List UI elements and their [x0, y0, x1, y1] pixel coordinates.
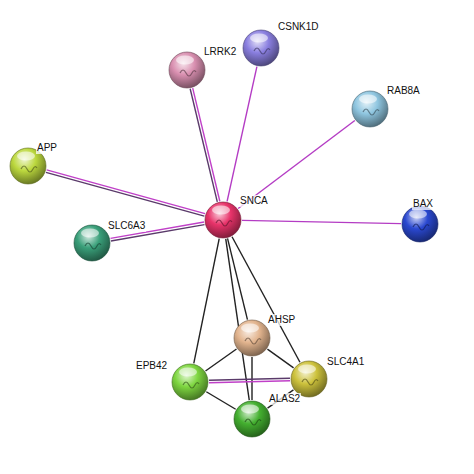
protein-sphere: [171, 363, 209, 401]
protein-node: EPB42: [171, 363, 209, 401]
interaction-line: [238, 120, 355, 208]
protein-label: LRRK2: [203, 46, 237, 58]
interaction-line: [267, 349, 293, 368]
interaction-line: [46, 170, 205, 216]
protein-label: RAB8A: [386, 85, 421, 97]
protein-node: APP: [9, 147, 47, 185]
protein-node: BAX: [401, 205, 439, 243]
interaction-line: [242, 220, 401, 223]
protein-sphere: [73, 224, 111, 262]
protein-label: EPB42: [135, 360, 168, 372]
interaction-line: [226, 239, 250, 400]
interaction-line: [228, 238, 248, 319]
protein-sphere: [401, 205, 439, 243]
protein-sphere: [233, 400, 271, 438]
protein-sphere: [233, 319, 271, 357]
interaction-line: [209, 378, 290, 383]
protein-label: SNCA: [239, 195, 269, 207]
protein-label: ALAS2: [268, 393, 301, 405]
protein-label: SLC6A3: [107, 220, 146, 232]
interaction-line: [227, 67, 257, 202]
protein-label: AHSP: [267, 314, 296, 326]
interaction-line: [206, 392, 235, 410]
interaction-line: [232, 237, 300, 363]
protein-sphere: [242, 29, 280, 67]
protein-node: ALAS2: [233, 400, 271, 438]
protein-node: LRRK2: [168, 51, 206, 89]
protein-node: AHSP: [233, 319, 271, 357]
interaction-line: [194, 239, 219, 364]
interaction-line: [205, 349, 236, 371]
protein-node: SNCA: [204, 201, 242, 239]
protein-sphere: [204, 201, 242, 239]
protein-label: APP: [36, 142, 58, 154]
protein-label: BAX: [412, 198, 434, 210]
protein-sphere: [168, 51, 206, 89]
protein-label: SLC4A1: [326, 356, 365, 368]
protein-sphere: [351, 90, 389, 128]
protein-node: CSNK1D: [242, 29, 280, 67]
protein-node: SLC6A3: [73, 224, 111, 262]
protein-node: RAB8A: [351, 90, 389, 128]
protein-label: CSNK1D: [277, 21, 320, 33]
interaction-line: [190, 88, 220, 202]
